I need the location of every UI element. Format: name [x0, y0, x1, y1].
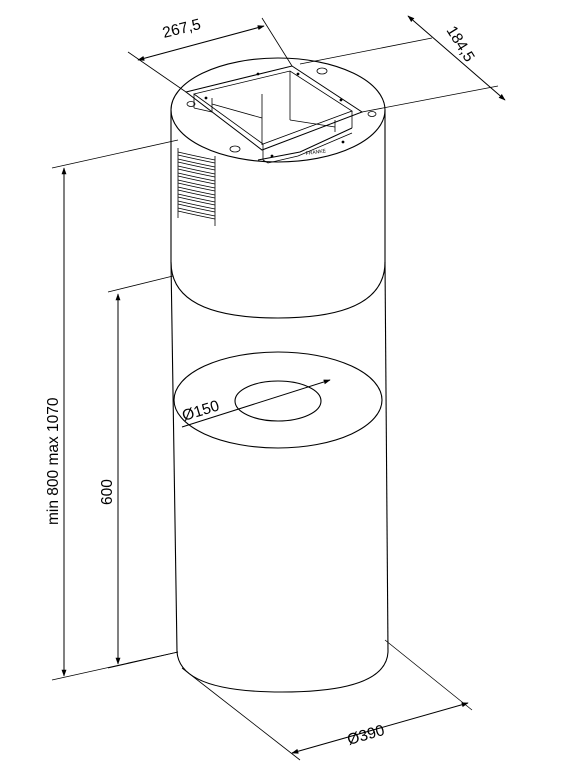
vent-slat — [177, 158, 216, 168]
dim-top-width: 267,5 — [127, 16, 293, 93]
vent-slat — [177, 193, 216, 203]
dim-lower-height: 600 — [99, 275, 179, 669]
vent-slat — [177, 210, 216, 220]
vent-grille — [177, 148, 216, 226]
joint-curve — [170, 261, 386, 319]
vent-slat — [177, 189, 216, 199]
hood-body — [170, 57, 389, 693]
vent-slat — [177, 161, 216, 171]
vent-slat — [177, 186, 216, 196]
vent-slat — [177, 203, 216, 213]
vent-slat — [177, 196, 216, 206]
vent-slat — [177, 151, 216, 161]
vent-slat — [177, 207, 216, 217]
vent-slat — [177, 154, 216, 164]
brand-mark-text: FRANKE — [305, 148, 327, 157]
dim-total-height-label: min 800 max 1070 — [45, 397, 62, 525]
dim-body-diameter-label: Ø390 — [345, 722, 386, 749]
vent-slat — [177, 175, 216, 185]
dim-lower-height-label: 600 — [99, 479, 116, 505]
dim-top-depth-label: 184,5 — [443, 23, 478, 65]
outer-ring — [173, 351, 383, 449]
dim-top-width-label: 267,5 — [161, 16, 203, 42]
vent-slat — [177, 179, 216, 189]
vent-slat — [177, 200, 216, 210]
vent-slat — [177, 165, 216, 175]
dim-total-height: min 800 max 1070 — [45, 139, 179, 681]
dim-body-diameter: Ø390 — [181, 639, 473, 761]
dim-outlet-diameter: Ø150 — [180, 379, 331, 428]
outlet-hole — [234, 380, 322, 422]
vent-slat — [177, 172, 216, 182]
duct-frame: FRANKE — [184, 65, 377, 164]
vent-slat — [177, 182, 216, 192]
bottom-curve — [176, 651, 389, 693]
vent-slat — [177, 168, 216, 178]
outlet-rings — [173, 351, 383, 449]
